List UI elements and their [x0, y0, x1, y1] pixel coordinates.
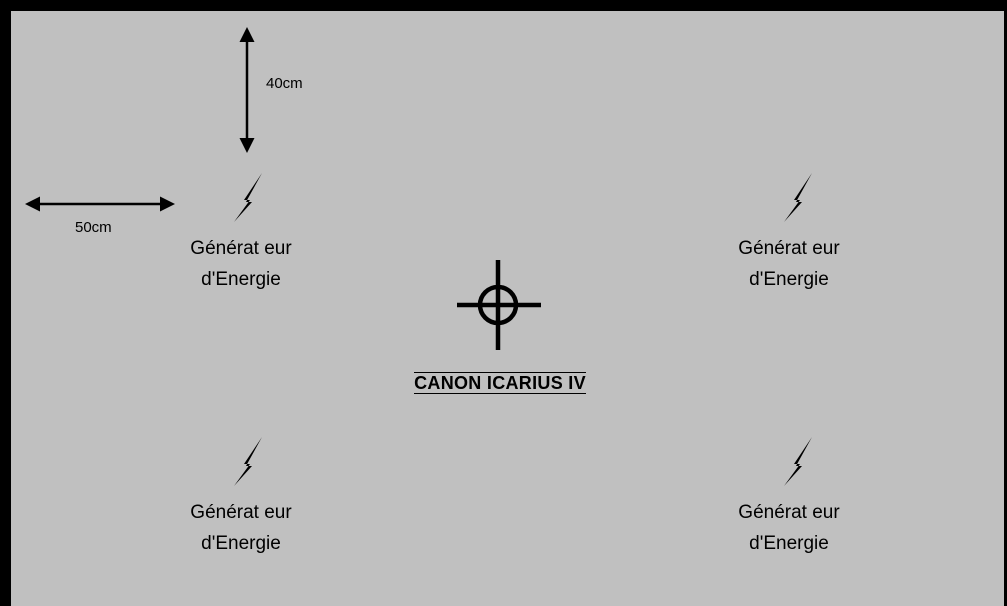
generator-label-bottom-right: Générat eur d'Energie — [704, 497, 874, 559]
generator-label-top-right: Générat eur d'Energie — [704, 233, 874, 295]
generator-label-line1: Générat eur — [190, 238, 292, 259]
generator-label-bottom-left: Générat eur d'Energie — [156, 497, 326, 559]
generator-label-line2: d'Energie — [201, 533, 281, 554]
lightning-bolt-icon — [784, 173, 812, 222]
lightning-bolt-icon — [234, 173, 262, 222]
cannon-label: CANON ICARIUS IV — [414, 372, 586, 394]
crosshair-icon — [457, 260, 541, 350]
generator-label-line2: d'Energie — [749, 269, 829, 290]
horizontal-dimension-label: 50cm — [75, 219, 112, 236]
vertical-dimension-label: 40cm — [266, 75, 303, 92]
cannon-label-wrapper: CANON ICARIUS IV — [345, 372, 655, 394]
lightning-bolt-icon — [234, 437, 262, 486]
generator-label-top-left: Générat eur d'Energie — [156, 233, 326, 295]
generator-label-line1: Générat eur — [190, 502, 292, 523]
generator-label-line2: d'Energie — [201, 269, 281, 290]
lightning-bolt-icon — [784, 437, 812, 486]
generator-label-line2: d'Energie — [749, 533, 829, 554]
generator-label-line1: Générat eur — [738, 502, 840, 523]
generator-label-line1: Générat eur — [738, 238, 840, 259]
